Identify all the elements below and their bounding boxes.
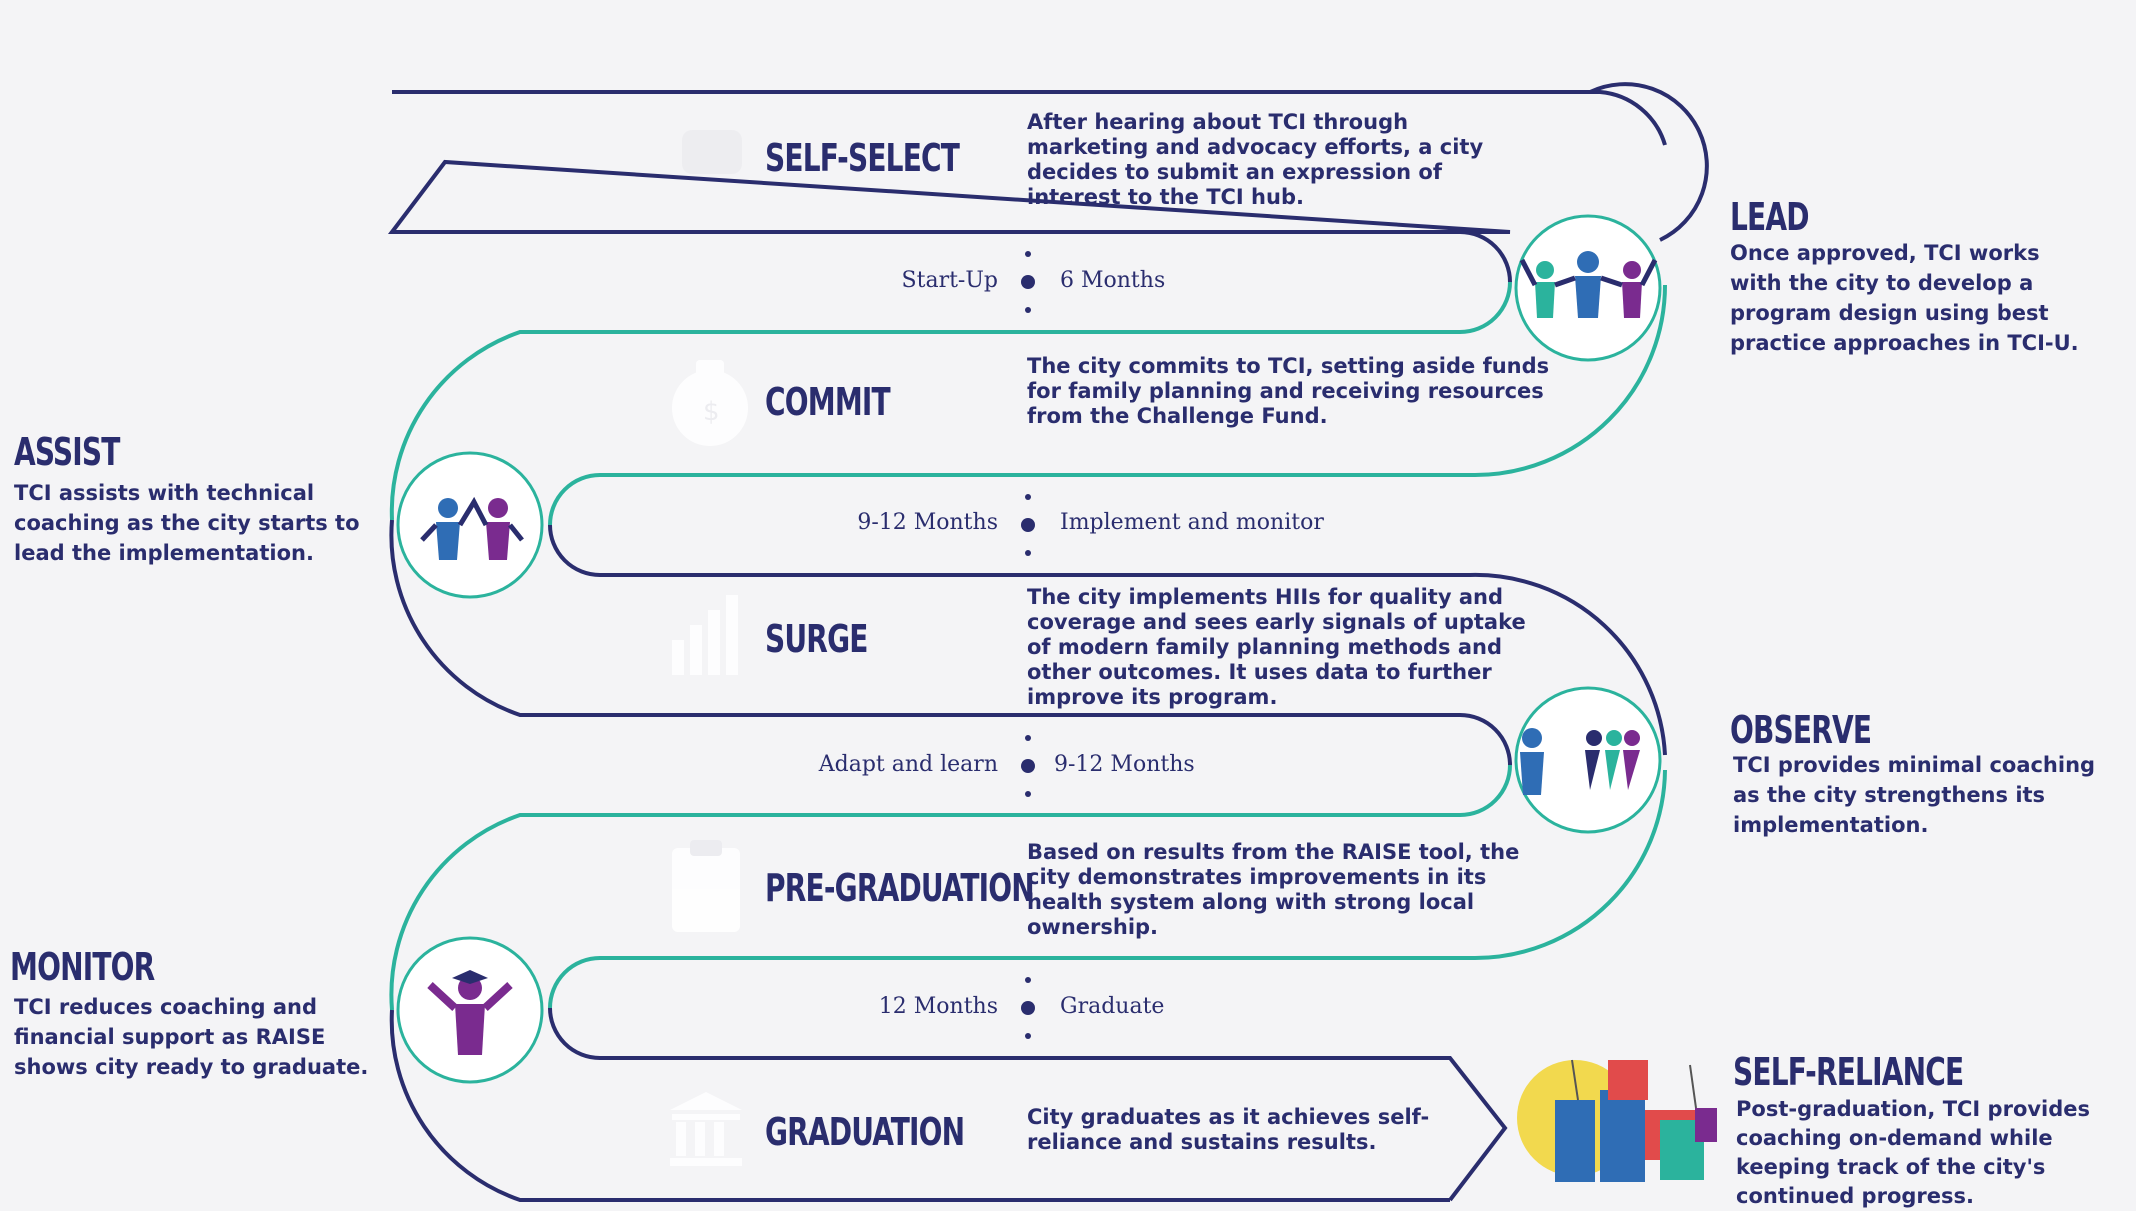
role-desc-observe: TCI provides minimal coaching as the cit… (1733, 753, 2096, 837)
three-people-icon (1519, 251, 1658, 318)
timeline-left-label: Start-Up (901, 268, 998, 293)
lead-circle (1514, 214, 1662, 362)
timeline-dot (1025, 251, 1031, 257)
role-title-monitor: MONITOR (10, 945, 155, 989)
timeline-left-label: Adapt and learn (818, 752, 998, 777)
stage-desc-commit: The city commits to TCI, setting aside f… (1027, 354, 1550, 428)
institution-icon (670, 1092, 742, 1166)
timeline-dot (1025, 494, 1031, 500)
assist-circle (396, 451, 544, 599)
stage-title-pre-graduation: PRE-GRADUATION (765, 866, 1035, 910)
timeline-dot (1025, 735, 1031, 741)
stage-desc-pre-graduation: Based on results from the RAISE tool, th… (1027, 840, 1520, 939)
svg-text:$: $ (703, 397, 720, 427)
stage-desc-graduation: City graduates as it achieves self-relia… (1027, 1105, 1430, 1154)
role-title-self-reliance: SELF-RELIANCE (1733, 1050, 1964, 1094)
people-walking-icon (1520, 728, 1640, 795)
money-bag-icon: $ (672, 360, 748, 446)
timeline-dot-main (1021, 1001, 1035, 1015)
role-title-lead: LEAD (1730, 195, 1810, 239)
timeline-dot-main (1021, 275, 1035, 289)
timeline-dot-main (1021, 518, 1035, 532)
role-desc-lead: Once approved, TCI works with the city t… (1730, 241, 2079, 355)
timeline-dot (1025, 550, 1031, 556)
role-desc-monitor: TCI reduces coaching and financial suppo… (14, 995, 369, 1079)
timeline-dot (1025, 307, 1031, 313)
role-title-observe: OBSERVE (1730, 708, 1872, 752)
graduate-icon (427, 970, 513, 1055)
timeline-right-label: Implement and monitor (1060, 510, 1324, 535)
observe-circle (1514, 686, 1662, 834)
stage-title-surge: SURGE (765, 617, 868, 661)
role-desc-assist: TCI assists with technical coaching as t… (14, 481, 360, 565)
timeline-dot (1025, 791, 1031, 797)
city-buildings-icon (1517, 1059, 1717, 1182)
timeline-left-label: 9-12 Months (857, 510, 998, 535)
stage-title-self-select: SELF-SELECT (765, 136, 960, 180)
stage-title-graduation: GRADUATION (765, 1110, 965, 1154)
timeline-dot (1025, 1033, 1031, 1039)
stage-desc-surge: The city implements HIIs for quality and… (1027, 585, 1526, 709)
handshake-icon (682, 130, 742, 174)
timeline-right-label: 9-12 Months (1054, 752, 1195, 777)
timeline-left-label: 12 Months (878, 994, 998, 1019)
two-people-icon (420, 496, 524, 560)
stage-desc-self-select: After hearing about TCI through marketin… (1027, 110, 1484, 209)
clipboard-icon (672, 840, 740, 932)
timeline-right-label: Graduate (1060, 994, 1165, 1019)
bar-chart-icon (672, 595, 738, 675)
stage-title-commit: COMMIT (765, 380, 891, 424)
role-title-assist: ASSIST (14, 430, 120, 474)
timeline-dot (1025, 977, 1031, 983)
monitor-circle (396, 936, 544, 1084)
role-desc-self-reliance: Post-graduation, TCI provides coaching o… (1736, 1097, 2091, 1208)
timeline-dot-main (1021, 759, 1035, 773)
timeline-right-label: 6 Months (1060, 268, 1166, 293)
